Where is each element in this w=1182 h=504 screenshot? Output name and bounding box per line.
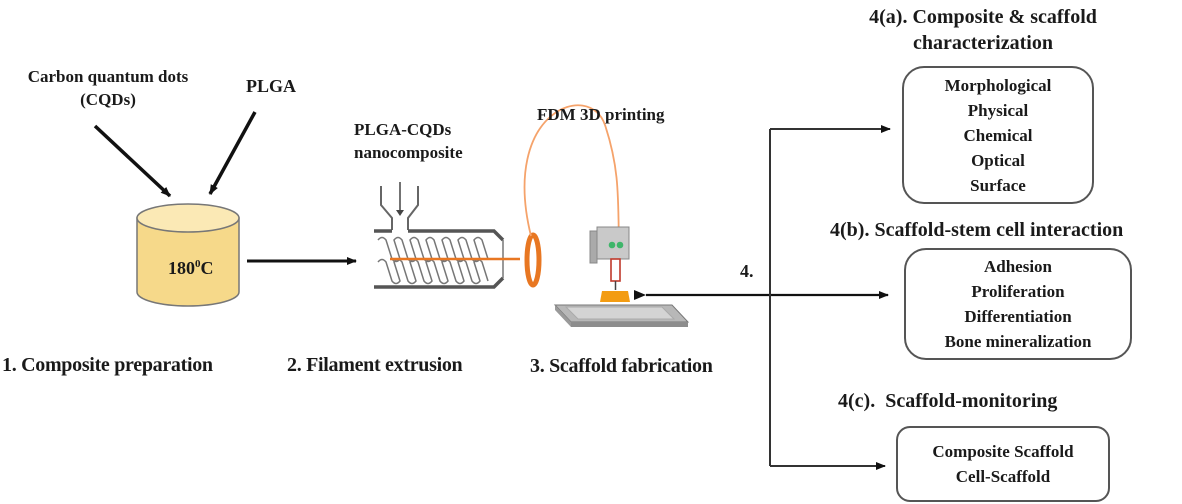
filament-spool-icon [524,232,542,288]
outcome-b-heading: 4(b). Scaffold-stem cell interaction [830,219,1124,241]
outcome-item: Cell-Scaffold [955,467,1051,486]
outcome-item: Optical [971,150,1025,170]
outcome-item: Adhesion [983,257,1053,276]
branch-label: 4. [740,261,754,281]
outcome-item: Morphological [944,75,1052,95]
outcome-c-box: Composite Scaffold Cell-Scaffold [896,426,1110,502]
outcome-c-heading: 4(c). Scaffold-monitoring [838,390,1058,412]
outcome-item: Composite Scaffold [932,442,1074,461]
plga-label: PLGA [246,76,297,96]
extruder-label: PLGA-CQDs nanocomposite [354,120,463,162]
cqd-label: Carbon quantum dots (CQDs) [27,67,189,109]
outcome-b-box: Adhesion Proliferation Differentiation B… [904,248,1132,360]
outcome-item: Proliferation [971,282,1065,301]
filament-arc [523,104,620,251]
cqd-arrow [93,124,172,198]
outcome-item: Surface [970,175,1026,195]
outcome-a-heading: 4(a). Composite & scaffold characterizat… [869,6,1097,54]
branch-connector [769,125,891,470]
reactor-temperature: 1800C [168,258,214,278]
plga-arrow [208,111,257,195]
outcome-item: Chemical [963,125,1033,145]
extruder-icon [374,182,520,289]
outcome-item: Bone mineralization [944,332,1092,351]
stage-3-label: 3. Scaffold fabrication [530,355,713,377]
reactor-cylinder-icon [136,203,240,307]
outcome-a-box: Morphological Physical Chemical Optical … [902,66,1094,204]
outcome-item: Differentiation [964,307,1072,326]
3d-printer-icon [553,226,690,327]
printer-label: FDM 3D printing [537,105,665,124]
outcome-item: Physical [967,100,1029,120]
stage-2-label: 2. Filament extrusion [287,354,463,376]
stage-1-label: 1. Composite preparation [2,354,213,376]
